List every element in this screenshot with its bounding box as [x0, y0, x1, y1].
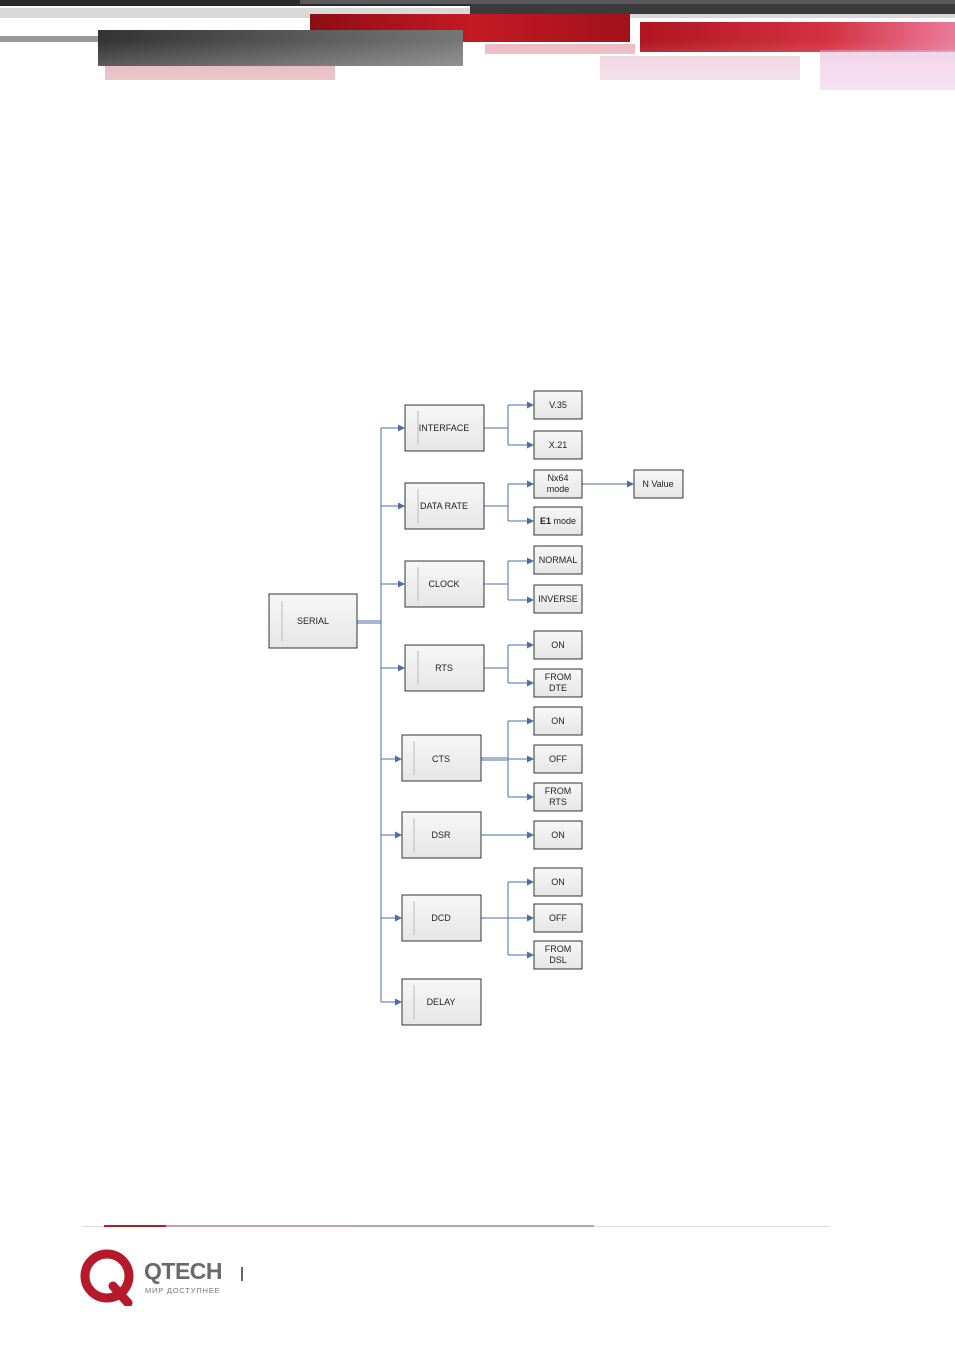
category-label: DATA RATE	[420, 501, 468, 511]
option-label-line2: DTE	[549, 683, 567, 693]
option-from-dte: FROM DTE	[534, 669, 582, 697]
option-label: ON	[551, 716, 565, 726]
category-label: CLOCK	[428, 579, 459, 589]
option-dsr-on: ON	[534, 821, 582, 849]
option-label: NORMAL	[539, 555, 578, 565]
option-rts-on: ON	[534, 631, 582, 659]
option-label: E1 mode	[540, 516, 576, 526]
option-e1-mode: E1 mode	[534, 507, 582, 535]
option-label-line1: FROM	[545, 944, 572, 954]
connector-lines	[357, 405, 633, 1002]
serial-label: SERIAL	[297, 616, 329, 626]
option-from-rts: FROM RTS	[534, 783, 582, 811]
option-label-line1: FROM	[545, 786, 572, 796]
option-v35: V.35	[534, 391, 582, 419]
option-label: X.21	[549, 440, 568, 450]
option-label-rest: mode	[551, 516, 576, 526]
option-cts-off: OFF	[534, 745, 582, 773]
logo-tagline: МИР ДОСТУПНЕЕ	[145, 1286, 220, 1295]
option-label-line2: DSL	[549, 955, 567, 965]
option-normal: NORMAL	[534, 546, 582, 574]
category-label: DCD	[431, 913, 451, 923]
option-label: V.35	[549, 400, 567, 410]
category-rts: RTS	[405, 645, 484, 691]
option-label: N Value	[642, 479, 673, 489]
category-label: RTS	[435, 663, 453, 673]
category-interface: INTERFACE	[405, 405, 484, 451]
category-label: INTERFACE	[419, 423, 470, 433]
option-dcd-off: OFF	[534, 904, 582, 932]
category-cts: CTS	[402, 735, 481, 781]
option-label: OFF	[549, 754, 567, 764]
option-inverse: INVERSE	[534, 585, 582, 613]
option-label-line1: Nx64	[547, 473, 568, 483]
category-dsr: DSR	[402, 812, 481, 858]
option-label-line1: FROM	[545, 672, 572, 682]
serial-node: SERIAL	[269, 594, 357, 648]
option-label: INVERSE	[538, 594, 578, 604]
option-label-line2: RTS	[549, 797, 567, 807]
category-data-rate: DATA RATE	[405, 483, 484, 529]
option-nx64-mode: Nx64 mode	[534, 470, 582, 498]
qtech-logo: QTECH МИР ДОСТУПНЕЕ	[80, 1248, 280, 1308]
option-dcd-on: ON	[534, 868, 582, 896]
category-delay: DELAY	[402, 979, 481, 1025]
option-label: ON	[551, 877, 565, 887]
option-label-bold: E1	[540, 516, 551, 526]
option-n-value: N Value	[634, 470, 683, 498]
category-label: DELAY	[427, 997, 456, 1007]
option-label-line2: mode	[547, 484, 570, 494]
option-x21: X.21	[534, 431, 582, 459]
option-label: OFF	[549, 913, 567, 923]
footer-rule	[82, 1225, 830, 1229]
option-label: ON	[551, 830, 565, 840]
category-dcd: DCD	[402, 895, 481, 941]
option-from-dsl: FROM DSL	[534, 941, 582, 969]
option-label: ON	[551, 640, 565, 650]
option-cts-on: ON	[534, 707, 582, 735]
logo-separator	[241, 1267, 243, 1281]
category-clock: CLOCK	[405, 561, 484, 607]
category-label: DSR	[431, 830, 451, 840]
logo-name: QTECH	[144, 1258, 222, 1285]
qtech-logo-mark-icon	[80, 1248, 136, 1306]
category-label: CTS	[432, 754, 450, 764]
